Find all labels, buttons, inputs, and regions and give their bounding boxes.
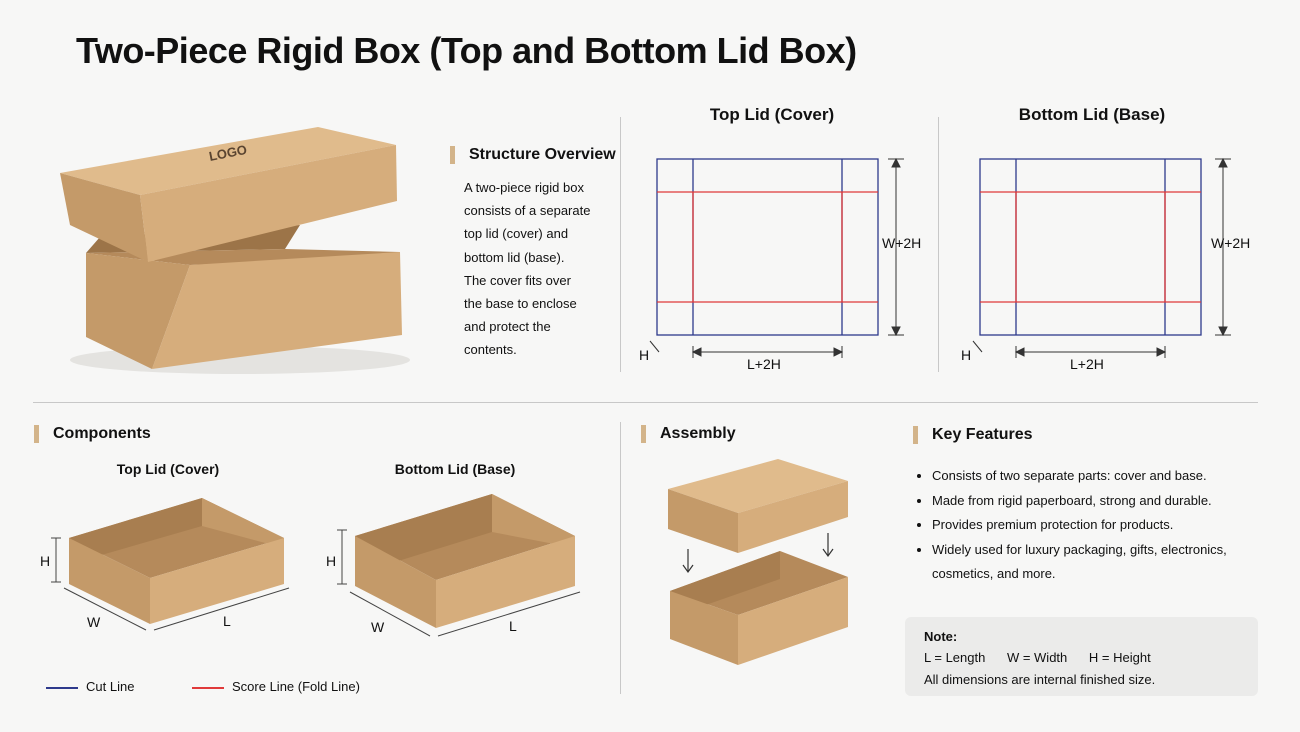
page-title: Two-Piece Rigid Box (Top and Bottom Lid … bbox=[76, 30, 857, 71]
dieline-top-score-lines bbox=[657, 191, 878, 303]
note-description: All dimensions are internal finished siz… bbox=[924, 672, 1156, 687]
comp-top-l-label: L bbox=[223, 613, 231, 629]
assembly-heading: Assembly bbox=[641, 425, 736, 443]
overview-line: The cover fits over bbox=[464, 272, 571, 288]
structure-overview-text: A two-piece rigid box consists of a sepa… bbox=[464, 176, 604, 362]
dieline-bottom-cut-lines bbox=[979, 158, 1202, 336]
note-height: H = Height bbox=[1088, 650, 1151, 665]
assembly-lid-front bbox=[738, 481, 848, 553]
dieline-top-height-label: W+2H bbox=[882, 235, 921, 251]
dieline-bottom-title: Bottom Lid (Base) bbox=[1018, 105, 1166, 124]
assembly-base-inner-back bbox=[670, 551, 780, 607]
legend-score-swatch bbox=[192, 686, 224, 689]
note-box: Note: L = Length W = Width H = Height Al… bbox=[905, 617, 1258, 696]
comp-top-w-label: W bbox=[87, 614, 101, 630]
note-label: Note: bbox=[924, 629, 958, 644]
hero-base-side bbox=[86, 253, 190, 369]
comp-bottom-l-label: L bbox=[509, 618, 517, 634]
hero-lid-front bbox=[140, 145, 397, 262]
note-length: L = Length bbox=[924, 650, 986, 665]
dieline-top-title: Top Lid (Cover) bbox=[709, 105, 835, 124]
overview-line: and protect the bbox=[464, 319, 551, 335]
hero-lid-top bbox=[60, 127, 396, 195]
component-bottom-lid-illustration: H W L bbox=[326, 494, 581, 637]
legend-cut: Cut Line bbox=[46, 679, 134, 694]
component-top-lid-illustration: H W L bbox=[40, 498, 290, 631]
dieline-bottom-score-lines bbox=[980, 191, 1201, 303]
component-top-title: Top Lid (Cover) bbox=[116, 461, 220, 477]
comp-bottom-side bbox=[355, 536, 436, 628]
overview-line: top lid (cover) and bbox=[464, 226, 569, 242]
dieline-top-width-label: L+2H bbox=[747, 356, 781, 372]
comp-top-front bbox=[150, 538, 284, 624]
comp-top-side bbox=[69, 538, 150, 624]
assembly-base-front bbox=[738, 577, 848, 665]
dieline-top-dim-lines bbox=[649, 157, 904, 358]
comp-bottom-h-label: H bbox=[326, 553, 336, 569]
comp-top-h-label: H bbox=[40, 553, 50, 569]
components-heading: Components bbox=[34, 425, 151, 443]
dieline-top-corner-label: H bbox=[639, 347, 649, 363]
note-defs: L = Length W = Width H = Height bbox=[924, 650, 1151, 665]
dieline-bottom-width-label: L+2H bbox=[1070, 356, 1104, 372]
assembly-illustration bbox=[668, 459, 848, 665]
assembly-lid-top bbox=[668, 459, 848, 513]
overview-line: contents. bbox=[464, 342, 517, 358]
hero-lid-side bbox=[60, 173, 148, 262]
divider-vertical bbox=[620, 422, 621, 694]
legend-cut-label: Cut Line bbox=[86, 679, 135, 694]
feature-item: Consists of two separate parts: cover an… bbox=[932, 464, 1262, 489]
assembly-arrow-icon bbox=[682, 533, 834, 574]
dieline-bottom-corner-label: H bbox=[961, 347, 971, 363]
overview-line: consists of a separate bbox=[464, 203, 591, 219]
dieline-bottom-height-label: W+2H bbox=[1211, 235, 1250, 251]
divider-vertical bbox=[620, 117, 621, 372]
comp-top-dims bbox=[51, 537, 290, 631]
structure-overview-heading: Structure Overview bbox=[450, 146, 616, 164]
overview-line: the base to enclose bbox=[464, 296, 577, 312]
dieline-top-diagram: W+2H L+2H H bbox=[639, 157, 921, 372]
feature-item: Provides premium protection for products… bbox=[932, 513, 1262, 538]
feature-item: Widely used for luxury packaging, gifts,… bbox=[932, 538, 1262, 587]
component-bottom-title: Bottom Lid (Base) bbox=[394, 461, 516, 477]
comp-bottom-inner-back bbox=[355, 494, 492, 566]
comp-bottom-front bbox=[436, 536, 575, 628]
divider-vertical bbox=[938, 117, 939, 372]
assembly-lid-side bbox=[668, 489, 738, 553]
comp-bottom-inner-right bbox=[492, 494, 575, 548]
note-width: W = Width bbox=[1006, 650, 1068, 665]
feature-item: Made from rigid paperboard, strong and d… bbox=[932, 489, 1262, 514]
divider-horizontal bbox=[33, 402, 1258, 403]
key-features-list: Consists of two separate parts: cover an… bbox=[913, 464, 1262, 587]
hero-base-front bbox=[152, 252, 402, 369]
dieline-bottom-dim-lines bbox=[972, 157, 1231, 358]
dieline-top-cut-lines bbox=[656, 158, 879, 336]
legend-score: Score Line (Fold Line) bbox=[192, 679, 360, 694]
comp-top-inner-right bbox=[202, 498, 284, 548]
hero-box-illustration: LOGO bbox=[60, 127, 410, 374]
assembly-base-side bbox=[670, 591, 738, 665]
overview-line: bottom lid (base). bbox=[464, 249, 565, 265]
legend-cut-swatch bbox=[46, 686, 78, 689]
comp-bottom-w-label: W bbox=[371, 619, 385, 635]
comp-bottom-dims bbox=[337, 529, 581, 637]
legend-score-label: Score Line (Fold Line) bbox=[232, 679, 360, 694]
dieline-bottom-diagram: W+2H L+2H H bbox=[961, 157, 1250, 372]
hero-lid-lettering: LOGO bbox=[208, 142, 248, 164]
key-features-heading: Key Features bbox=[913, 426, 1033, 444]
comp-top-inner-back bbox=[69, 498, 202, 558]
overview-line: A two-piece rigid box bbox=[464, 180, 584, 195]
